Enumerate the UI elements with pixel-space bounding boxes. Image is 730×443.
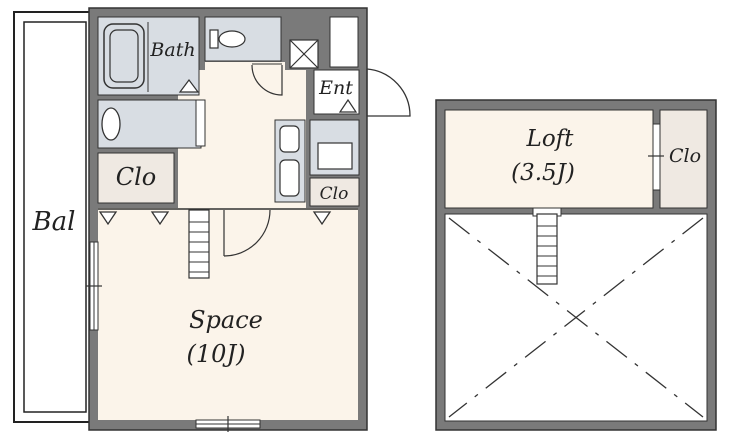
bathtub-icon: [103, 23, 145, 89]
bathroom: [97, 16, 200, 96]
entrance-label: Ent: [318, 77, 353, 99]
closet-left: [97, 152, 175, 204]
space-door: [223, 209, 271, 257]
step-icon: [338, 98, 358, 113]
toilet-room: [204, 16, 283, 96]
balcony-window-icon: [86, 241, 102, 331]
loft-ladder-icon: [532, 207, 562, 285]
ladder-icon: [188, 209, 210, 279]
balcony: [13, 11, 95, 423]
closet-small: [309, 177, 360, 207]
shoe-cupboard: [329, 16, 359, 68]
toilet-icon: [218, 30, 246, 48]
washbasin-icon: [101, 107, 121, 141]
balcony-label: Bal: [32, 207, 76, 237]
loft-name-label: Loft: [526, 126, 575, 152]
bath-label: Bath: [149, 39, 195, 61]
loft-closet-label: Clo: [669, 145, 701, 167]
sink-icon: [279, 125, 300, 153]
kitchen: [274, 119, 360, 203]
space-name-label: Space: [189, 306, 263, 334]
closet-small-label: Clo: [320, 184, 349, 204]
entrance-door-icon: [366, 68, 411, 117]
toilet-tank-icon: [209, 29, 219, 49]
closet-left-label: Clo: [116, 163, 157, 191]
space-size-label: (10J): [187, 340, 246, 368]
door-swing-icon: [251, 64, 283, 96]
closet-door-markers: [98, 211, 332, 226]
entrance: [313, 68, 411, 117]
loft-closet-door-icon: [648, 123, 664, 191]
drain-icon: [178, 79, 200, 93]
stove-icon: [279, 159, 300, 197]
vanity: [97, 99, 206, 149]
void-opening: [448, 217, 704, 418]
bottom-window-icon: [195, 416, 261, 432]
loft-size-label: (3.5J): [511, 160, 575, 186]
pipe-shaft: [289, 39, 319, 69]
